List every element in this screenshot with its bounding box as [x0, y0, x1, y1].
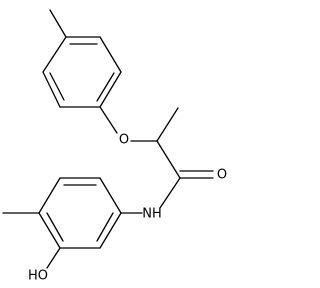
- bond: [99, 177, 122, 214]
- tolyl-ring: [42, 36, 122, 108]
- aromatic-bond: [46, 212, 64, 242]
- hydroxyl-label: HO: [28, 269, 48, 284]
- bond: [38, 212, 61, 249]
- aromatic-bond: [49, 72, 65, 101]
- aromatic-bond: [96, 212, 114, 242]
- ether-oxygen-label: O: [119, 133, 129, 148]
- chemical-structure-diagram: O O NH HO: [2, 9, 227, 284]
- methyl-bond: [156, 107, 179, 142]
- aromatic-bond: [96, 72, 115, 102]
- hydroxyl-bond: [46, 247, 61, 269]
- bond: [42, 36, 67, 73]
- amide-bond: [159, 177, 181, 209]
- bond: [99, 106, 118, 134]
- bond: [38, 177, 61, 214]
- hydroxymethylphenyl-ring: [38, 177, 122, 249]
- bond: [156, 140, 181, 179]
- amide-nitrogen-label: NH: [142, 207, 162, 222]
- bond: [99, 212, 122, 249]
- carbonyl-oxygen-label: O: [217, 168, 227, 183]
- bond: [99, 71, 122, 108]
- bond: [42, 71, 61, 108]
- methyl-bond: [49, 9, 67, 38]
- bond: [99, 36, 122, 73]
